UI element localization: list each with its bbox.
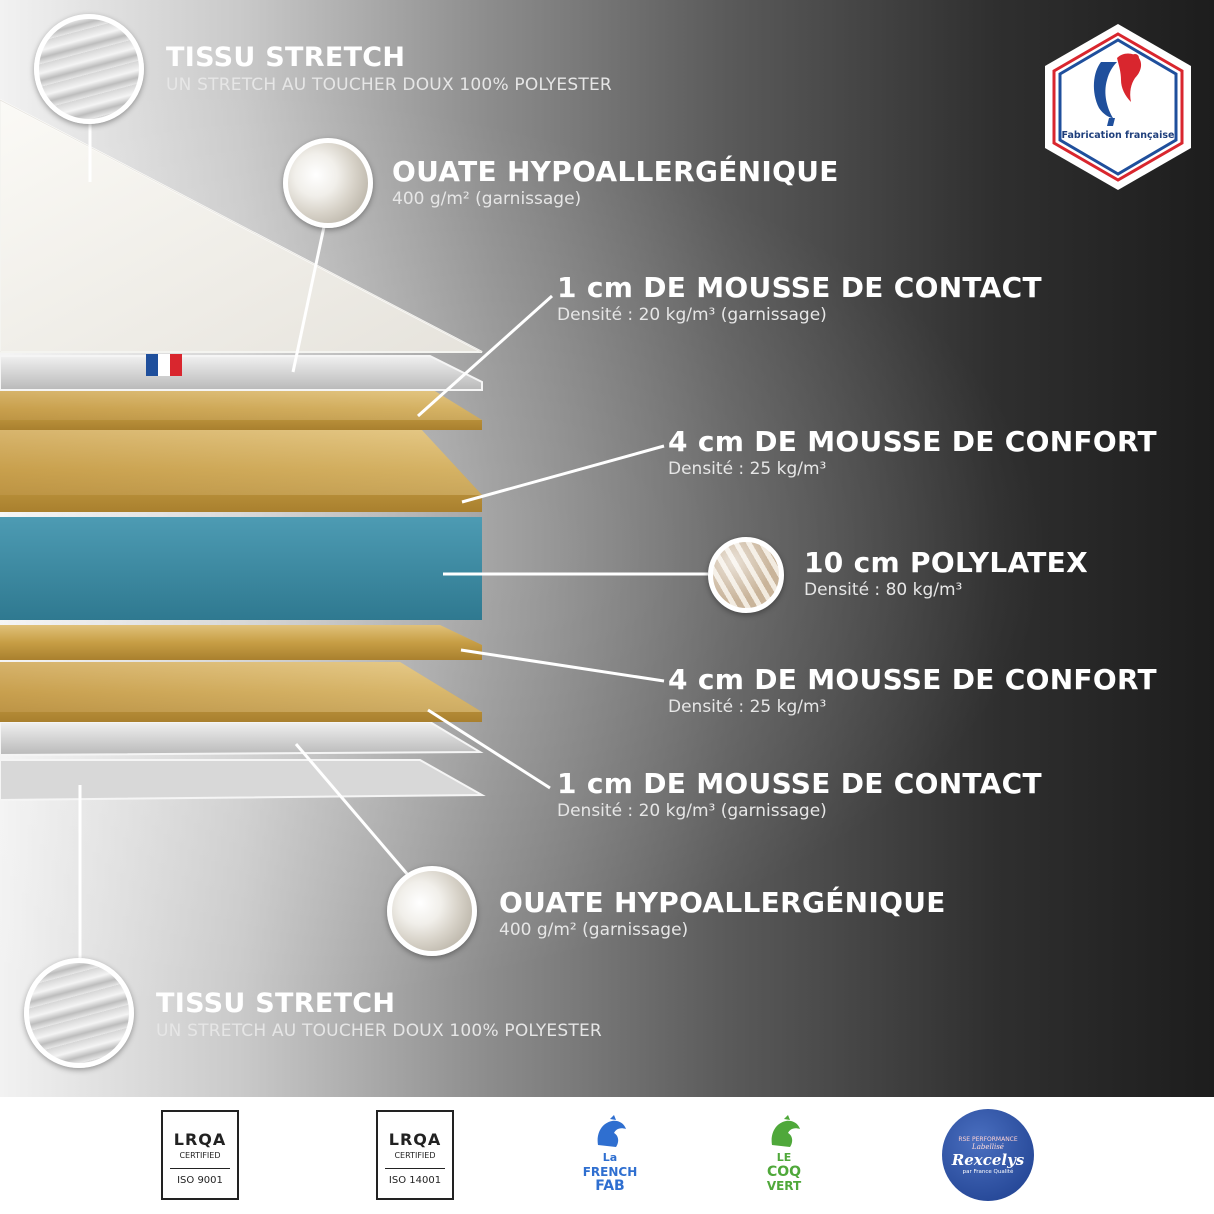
lrqa-certified: CERTIFIED (179, 1151, 221, 1160)
ouate-swatch-top (283, 138, 373, 228)
layer-title: OUATE HYPOALLERGÉNIQUE (392, 155, 839, 188)
bottom-contact-foam-top (0, 662, 482, 712)
polylatex-swatch (708, 537, 784, 613)
leader-lines (78, 120, 708, 958)
layer-subtitle: Densité : 25 kg/m³ (668, 697, 827, 717)
layer-title: 1 cm DE MOUSSE DE CONTACT (557, 271, 1042, 304)
rooster-icon (1093, 53, 1142, 126)
layer-subtitle: UN STRETCH AU TOUCHER DOUX 100% POLYESTE… (166, 75, 612, 95)
layer-title: 4 cm DE MOUSSE DE CONFORT (668, 663, 1157, 696)
lrqa-iso14001-logo: LRQA CERTIFIED ISO 14001 (376, 1110, 454, 1200)
layer-title: TISSU STRETCH (156, 988, 396, 1019)
coq-vert-line1: LE (776, 1151, 792, 1164)
layer-subtitle: Densité : 25 kg/m³ (668, 459, 827, 479)
coq-vert-line3: VERT (766, 1179, 802, 1193)
lrqa-brand: LRQA (388, 1130, 442, 1149)
layer-subtitle: Densité : 80 kg/m³ (804, 580, 963, 600)
layer-title: 10 cm POLYLATEX (804, 546, 1088, 579)
layer-label-confort-top: 4 cm DE MOUSSE DE CONFORT Densité : 25 k… (668, 426, 1157, 480)
ouate-swatch-bottom (387, 866, 477, 956)
bottom-ticking-layer (0, 759, 486, 802)
french-fab-line1: La (602, 1151, 618, 1164)
lrqa-standard: ISO 9001 (177, 1175, 223, 1186)
layer-label-tissu-bottom: TISSU STRETCH UN STRETCH AU TOUCHER DOUX… (156, 988, 602, 1042)
rexcelys-labellise: Labellisé (972, 1142, 1004, 1151)
mattress-cross-section (0, 99, 708, 958)
bottom-comfort-foam-layer (0, 625, 482, 660)
blue-rooster-icon (597, 1115, 626, 1147)
lrqa-certified: CERTIFIED (394, 1151, 436, 1160)
rexcelys-logo: RSE PERFORMANCE Labellisé Rexcelys par F… (942, 1109, 1034, 1201)
french-fab-line2: FRENCH (582, 1165, 638, 1179)
french-fab-line3: FAB (595, 1178, 625, 1194)
rexcelys-top-text: RSE PERFORMANCE (958, 1135, 1018, 1143)
green-rooster-icon (771, 1115, 800, 1147)
french-flag-tag (146, 354, 182, 376)
badge-label: Fabrication française (1061, 130, 1175, 141)
layer-label-ouate-bottom: OUATE HYPOALLERGÉNIQUE 400 g/m² (garniss… (499, 887, 946, 941)
layer-subtitle: Densité : 20 kg/m³ (garnissage) (557, 305, 827, 325)
layer-label-contact-top: 1 cm DE MOUSSE DE CONTACT Densité : 20 k… (557, 272, 1042, 326)
la-french-fab-logo: La FRENCH FAB (580, 1109, 640, 1199)
bottom-ouate-layer (0, 721, 484, 757)
layer-title: 1 cm DE MOUSSE DE CONTACT (557, 767, 1042, 800)
layer-title: TISSU STRETCH (166, 42, 406, 73)
stretch-fabric-swatch-bottom (24, 958, 134, 1068)
layer-subtitle: UN STRETCH AU TOUCHER DOUX 100% POLYESTE… (156, 1021, 602, 1041)
rexcelys-bottom-text: par France Qualité (962, 1168, 1014, 1175)
mattress-layers-illustration: TISSU STRETCH UN STRETCH AU TOUCHER DOUX… (0, 0, 1214, 1097)
lrqa-brand: LRQA (173, 1130, 227, 1149)
layer-title: 4 cm DE MOUSSE DE CONFORT (668, 425, 1157, 458)
coq-vert-line2: COQ (766, 1164, 802, 1180)
layer-label-tissu-top: TISSU STRETCH UN STRETCH AU TOUCHER DOUX… (166, 42, 612, 96)
layer-subtitle: Densité : 20 kg/m³ (garnissage) (557, 801, 827, 821)
fabrication-francaise-badge: Fabrication française (1043, 22, 1193, 192)
layer-label-ouate-top: OUATE HYPOALLERGÉNIQUE 400 g/m² (garniss… (392, 156, 839, 210)
le-coq-vert-logo: LE COQ VERT (756, 1109, 812, 1199)
lrqa-iso9001-logo: LRQA CERTIFIED ISO 9001 (161, 1110, 239, 1200)
layer-subtitle: 400 g/m² (garnissage) (392, 189, 582, 209)
stretch-fabric-swatch-top (34, 14, 144, 124)
layer-subtitle: 400 g/m² (garnissage) (499, 920, 689, 940)
top-ouate-layer (0, 355, 483, 391)
rexcelys-name: Rexcelys (951, 1150, 1025, 1169)
lrqa-standard: ISO 14001 (388, 1175, 442, 1186)
layer-label-confort-bottom: 4 cm DE MOUSSE DE CONFORT Densité : 25 k… (668, 664, 1157, 718)
layer-label-contact-bottom: 1 cm DE MOUSSE DE CONTACT Densité : 20 k… (557, 768, 1042, 822)
layer-label-polylatex: 10 cm POLYLATEX Densité : 80 kg/m³ (804, 547, 1088, 601)
layer-title: OUATE HYPOALLERGÉNIQUE (499, 886, 946, 919)
certifications-footer: LRQA CERTIFIED ISO 9001 LRQA CERTIFIED I… (0, 1097, 1214, 1214)
